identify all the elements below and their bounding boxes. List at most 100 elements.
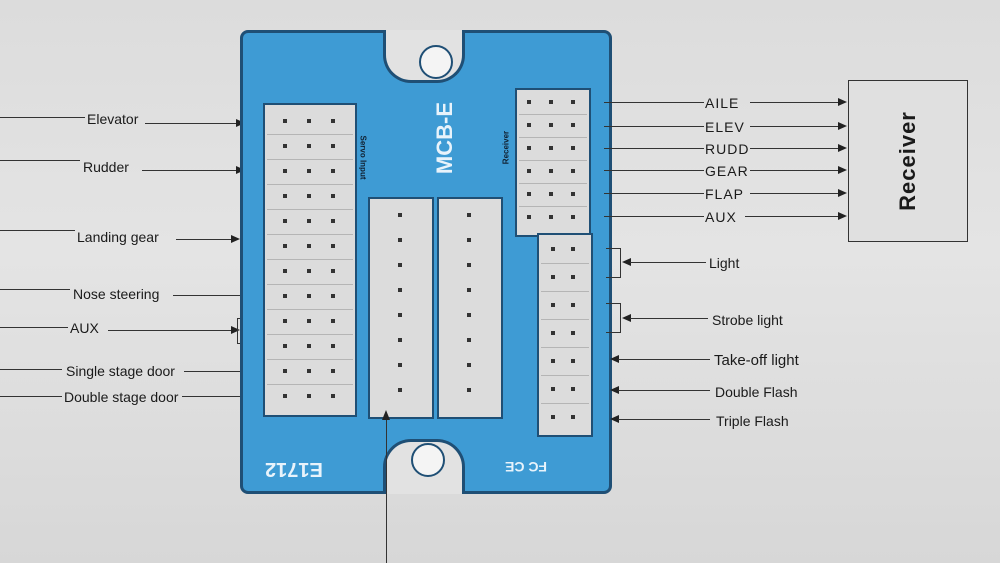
connector-pin [571, 146, 575, 150]
connector-pin [527, 123, 531, 127]
connector-pin [307, 319, 311, 323]
connector-divider [519, 113, 587, 115]
connector-pin [398, 288, 402, 292]
connector-pin [283, 394, 287, 398]
connector-pin [307, 269, 311, 273]
connector-pin [467, 338, 471, 342]
connector-pin [307, 169, 311, 173]
connector-pin [467, 213, 471, 217]
servo-input-header [263, 103, 357, 417]
connector-pin [571, 275, 575, 279]
part-number-label: E1712 [265, 458, 323, 480]
connector-pin [331, 294, 335, 298]
connector-divider [267, 258, 353, 260]
connector-divider [267, 383, 353, 385]
label-double-stage-door: Double stage door [64, 389, 179, 405]
connector-pin [571, 415, 575, 419]
label-light: Light [709, 255, 740, 271]
receiver-header-label: Receiver [501, 130, 511, 165]
connector-pin [527, 146, 531, 150]
connector-pin [283, 219, 287, 223]
connector-pin [398, 363, 402, 367]
board-model-label: MCB-E [432, 101, 457, 175]
connector-pin [527, 169, 531, 173]
servo-input-label: Servo Input [358, 135, 368, 180]
connector-divider [519, 182, 587, 184]
label-strobe-light: Strobe light [712, 312, 783, 328]
connector-pin [549, 146, 553, 150]
connector-pin [398, 313, 402, 317]
connector-pin [571, 387, 575, 391]
connector-pin [549, 123, 553, 127]
connector-pin [551, 247, 555, 251]
connector-pin [398, 263, 402, 267]
connector-pin [467, 313, 471, 317]
connector-pin [307, 144, 311, 148]
connector-pin [571, 331, 575, 335]
connector-pin [551, 415, 555, 419]
connector-divider [267, 308, 353, 310]
channel-rudd: RUDD [705, 141, 750, 157]
channel-gear: GEAR [705, 163, 749, 179]
connector-pin [283, 144, 287, 148]
connector-divider [267, 283, 353, 285]
connector-pin [571, 359, 575, 363]
connector-divider [267, 158, 353, 160]
connector-pin [283, 269, 287, 273]
label-double-flash: Double Flash [715, 384, 798, 400]
connector-pin [467, 263, 471, 267]
connector-pin [398, 213, 402, 217]
top-mounting-hole [419, 45, 453, 79]
light-output-header [537, 233, 593, 437]
label-rudder: Rudder [83, 159, 129, 175]
connector-pin [331, 169, 335, 173]
connector-pin [571, 100, 575, 104]
label-single-stage-door: Single stage door [66, 363, 175, 379]
connector-pin [283, 119, 287, 123]
connector-divider [519, 136, 587, 138]
connector-divider [267, 333, 353, 335]
connector-pin [331, 144, 335, 148]
connector-pin [467, 363, 471, 367]
connector-pin [331, 369, 335, 373]
connector-pin [307, 219, 311, 223]
connector-divider [541, 319, 589, 320]
channel-aile: AILE [705, 95, 740, 111]
label-landing-gear: Landing gear [77, 229, 159, 245]
connector-divider [267, 133, 353, 135]
connector-pin [467, 388, 471, 392]
connector-pin [307, 369, 311, 373]
connector-pin [549, 215, 553, 219]
channel-flap: FLAP [705, 186, 745, 202]
bottom-pointer-arrow [382, 410, 390, 420]
connector-pin [331, 244, 335, 248]
connector-pin [551, 303, 555, 307]
connector-pin [571, 303, 575, 307]
connector-pin [307, 194, 311, 198]
connector-pin [307, 244, 311, 248]
connector-pin [467, 238, 471, 242]
connector-pin [549, 100, 553, 104]
connector-divider [541, 291, 589, 292]
connector-pin [527, 215, 531, 219]
connector-divider [519, 205, 587, 207]
receiver-header [515, 88, 591, 237]
connector-pin [398, 338, 402, 342]
connector-pin [283, 169, 287, 173]
connector-pin [331, 319, 335, 323]
connector-pin [283, 294, 287, 298]
connector-pin [398, 238, 402, 242]
connector-divider [267, 233, 353, 235]
connector-pin [307, 344, 311, 348]
channel-elev: ELEV [705, 119, 745, 135]
label-triple-flash: Triple Flash [716, 413, 789, 429]
connector-divider [519, 159, 587, 161]
connector-divider [541, 347, 589, 348]
label-elevator: Elevator [87, 111, 139, 127]
label-nose-steering: Nose steering [73, 286, 160, 302]
connector-divider [541, 403, 589, 404]
connector-divider [267, 358, 353, 360]
mcb-e-board: MCB-E Servo Input Receiver E1712 FC CE [240, 30, 612, 494]
connector-pin [467, 288, 471, 292]
connector-pin [307, 119, 311, 123]
